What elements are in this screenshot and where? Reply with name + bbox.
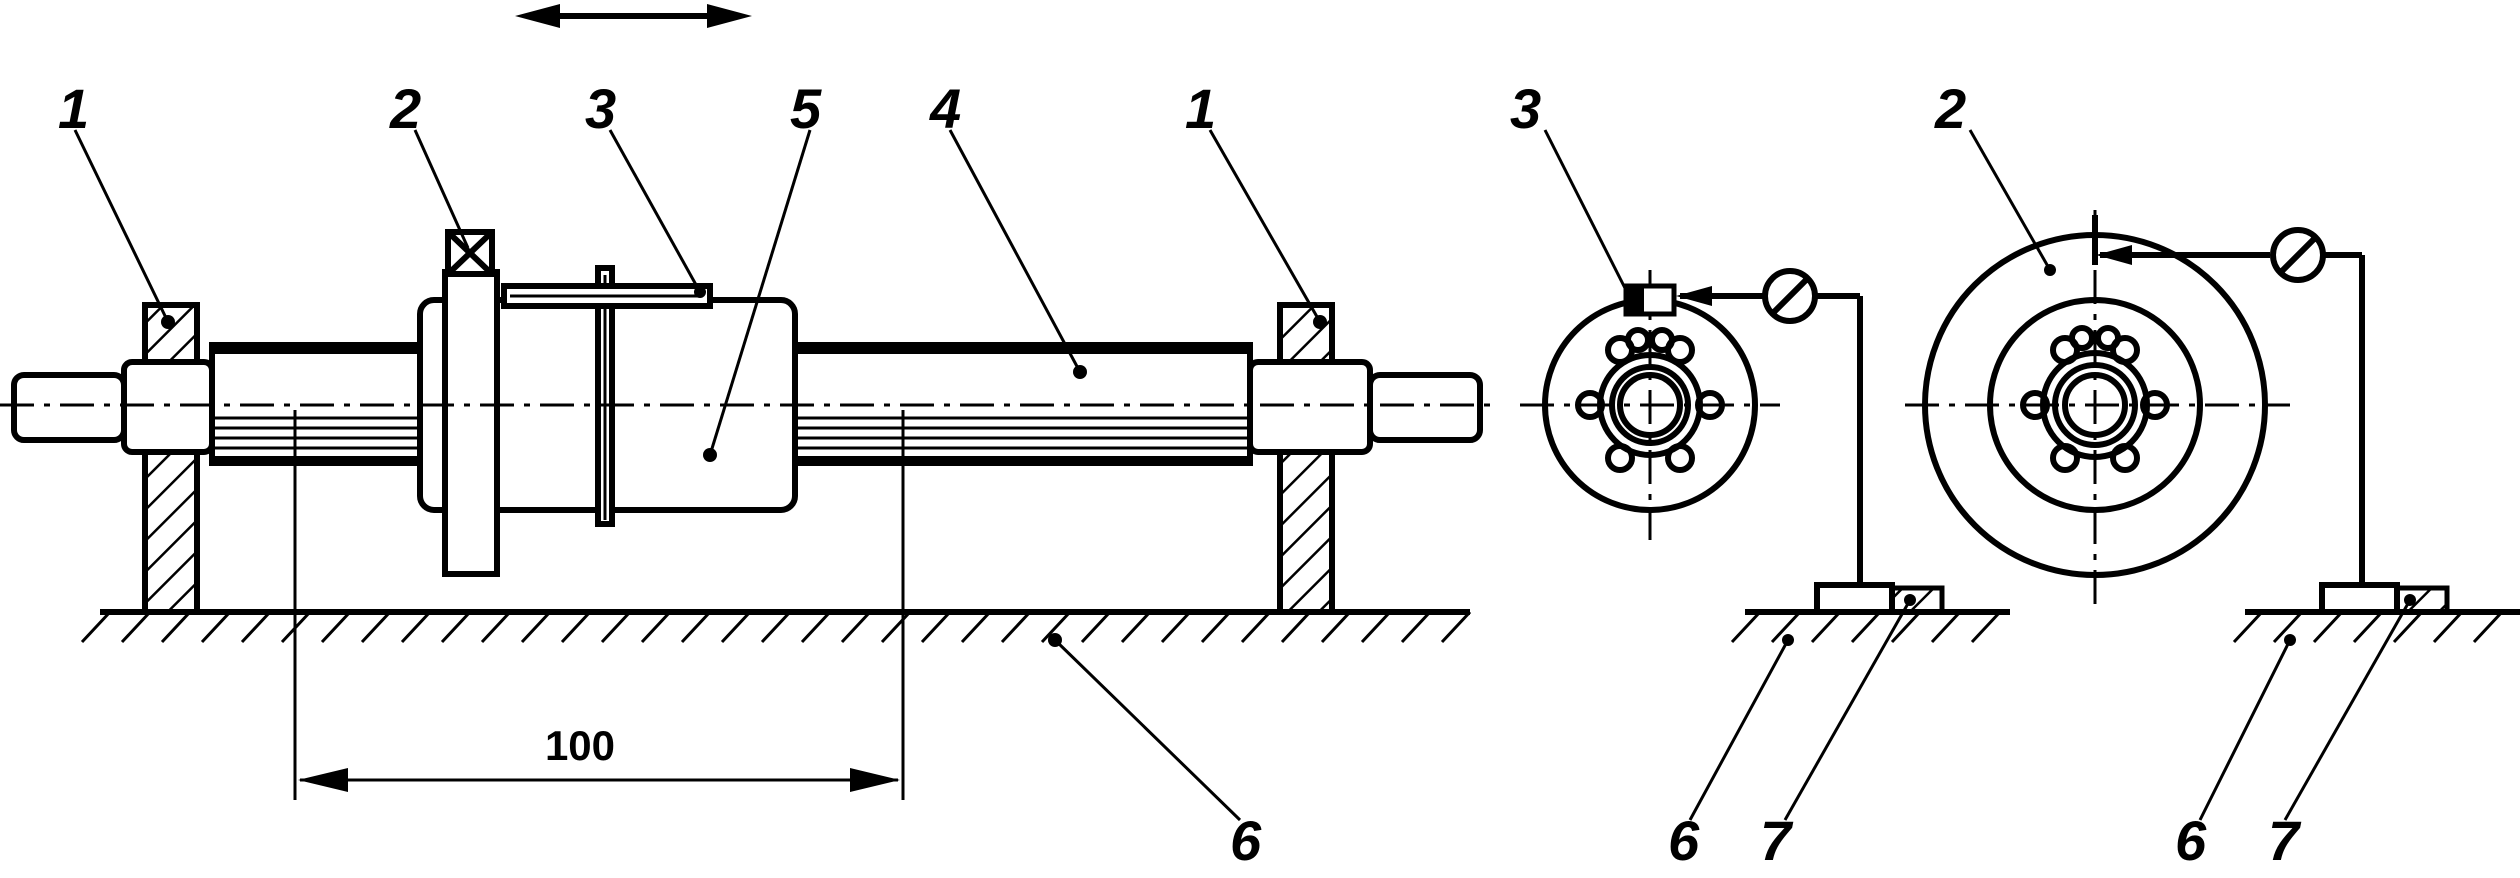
leaders-left <box>73 129 1322 822</box>
label-7-mid: 7 <box>1760 809 1794 872</box>
dimension-100: 100 <box>293 410 905 800</box>
movement-arrow <box>515 4 752 28</box>
label-4: 4 <box>929 77 961 140</box>
label-3-left: 3 <box>585 77 616 140</box>
shaft-end-left <box>11 359 215 455</box>
label-7-right: 7 <box>2268 809 2302 872</box>
label-1-right: 1 <box>1185 77 1216 140</box>
label-6-mid: 6 <box>1668 809 1700 872</box>
label-2-left: 2 <box>389 77 421 140</box>
end-view-large <box>1905 210 2290 610</box>
support-left <box>142 302 200 615</box>
t-bar <box>501 283 713 309</box>
leader-dots-left <box>161 286 1327 647</box>
label-6-right: 6 <box>2175 809 2207 872</box>
leaders-right <box>1968 129 2412 821</box>
end-view-small <box>1520 270 1780 540</box>
shaft-end-right <box>1247 359 1483 455</box>
flange-disc <box>442 229 500 577</box>
base-large <box>2232 609 2520 644</box>
dial-indicator-small <box>1676 268 1945 615</box>
leaders-middle <box>1543 129 1912 821</box>
label-3-end: 3 <box>1510 77 1541 140</box>
label-5: 5 <box>790 77 822 140</box>
base-small <box>1730 609 2010 644</box>
support-right <box>1277 302 1335 615</box>
dimension-label: 100 <box>545 722 615 769</box>
label-2-end: 2 <box>1934 77 1966 140</box>
label-6-left: 6 <box>1230 809 1262 872</box>
base-plate <box>80 609 1472 644</box>
label-1-left: 1 <box>58 77 89 140</box>
